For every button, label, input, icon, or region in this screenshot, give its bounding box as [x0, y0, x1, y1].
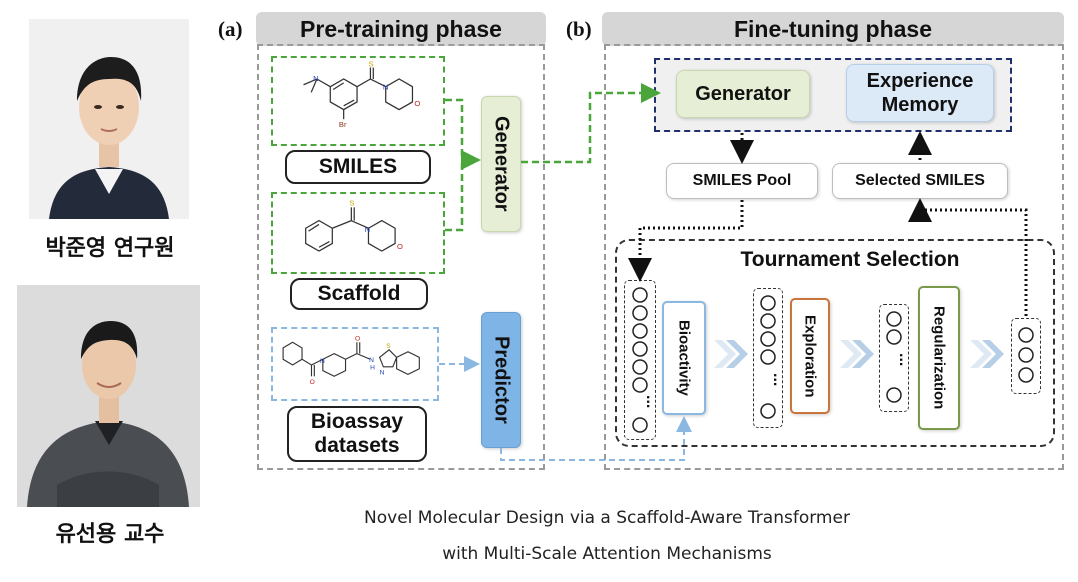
portrait-professor [17, 285, 200, 507]
stage-exploration: Exploration [790, 298, 830, 414]
candidates-column-2: ... [753, 288, 787, 428]
smiles-molecule-structure: S N N O Br [303, 60, 420, 129]
smiles-molecule-box: S N N O Br [271, 56, 445, 146]
stage-exploration-label: Exploration [801, 314, 819, 398]
finetune-generator-box: Generator [676, 70, 810, 118]
panel-a-title: Pre-training phase [256, 12, 546, 46]
panel-b-frame [604, 44, 1064, 470]
bioassay-atom-amide-n: N [369, 357, 374, 364]
panel-b-title: Fine-tuning phase [602, 12, 1064, 46]
panel-a-letter: (a) [218, 17, 243, 41]
bioassay-atom-oxygen: O [310, 379, 315, 386]
stage-regularization-label: Regularization [930, 306, 948, 410]
scaffold-atom-oxygen: O [397, 242, 403, 251]
caption-line-1: Novel Molecular Design via a Scaffold-Aw… [364, 508, 850, 528]
chevron-arrow-icon-1 [714, 340, 748, 368]
tournament-selection-frame [615, 239, 1055, 447]
candidates-column-1: ... [624, 280, 660, 440]
bioassay-atom-thiazole-n: N [380, 369, 385, 376]
smiles-label: SMILES [285, 150, 431, 184]
chevron-arrow-icon-2 [840, 340, 874, 368]
pretrain-predictor-label: Predictor [490, 336, 513, 424]
candidates-column-3-circles [886, 311, 902, 403]
caption-line-2: with Multi-Scale Attention Mechanisms [442, 544, 772, 564]
atom-sulfur: S [369, 60, 374, 69]
stage-bioactivity-label: Bioactivity [675, 320, 693, 396]
bioassay-atom-sulfur: S [386, 343, 391, 350]
bioassay-atom-oxygen-2: O [355, 335, 360, 342]
portrait-researcher-image [29, 19, 189, 219]
scaffold-atom-nitrogen: N [365, 225, 370, 234]
bioassay-molecule-box: O N O N H S N [271, 327, 439, 401]
candidates-column-1-circles [632, 287, 648, 433]
candidates-column-1-ellipsis: ... [643, 395, 660, 409]
stage-bioactivity: Bioactivity [662, 301, 706, 415]
atom-oxygen: O [414, 99, 420, 108]
scaffold-molecule-box: S N O [271, 192, 445, 274]
bioassay-atom-amide-h: H [370, 365, 375, 372]
atom-nitrogen-morpholine: N [383, 83, 389, 92]
portrait-researcher [29, 19, 189, 219]
panel-a-frame [257, 44, 545, 470]
scaffold-label: Scaffold [290, 278, 428, 310]
person-name-researcher: 박준영 연구원 [45, 236, 175, 261]
bioassay-atom-nitrogen: N [320, 358, 325, 365]
bioassay-molecule-structure: O N O N H S N [282, 335, 420, 386]
candidates-column-2-circles [760, 295, 776, 419]
atom-nitrogen: N [313, 74, 319, 83]
candidates-column-4-circles [1018, 327, 1034, 383]
pretrain-generator-box: Generator [481, 96, 521, 232]
atom-bromine: Br [339, 120, 347, 129]
smiles-pool-box: SMILES Pool [666, 163, 818, 199]
candidates-column-2-ellipsis: ... [770, 373, 787, 387]
candidates-column-3-ellipsis: ... [896, 353, 913, 367]
person-name-professor: 유선용 교수 [55, 522, 165, 547]
candidates-column-4 [1011, 318, 1041, 394]
pretrain-generator-label: Generator [490, 116, 513, 212]
stage-regularization: Regularization [918, 286, 960, 430]
pretrain-predictor-box: Predictor [481, 312, 521, 448]
panel-b-letter: (b) [566, 17, 592, 41]
experience-memory-box: Experience Memory [846, 64, 994, 122]
scaffold-molecule-structure: S N O [305, 198, 403, 252]
portrait-professor-image [17, 285, 200, 507]
bioassay-datasets-label: Bioassay datasets [287, 406, 427, 462]
candidates-column-3: ... [879, 304, 913, 412]
scaffold-atom-sulfur: S [349, 198, 354, 207]
selected-smiles-box: Selected SMILES [832, 163, 1008, 199]
chevron-arrow-icon-3 [970, 340, 1004, 368]
tournament-selection-title: Tournament Selection [740, 248, 960, 271]
